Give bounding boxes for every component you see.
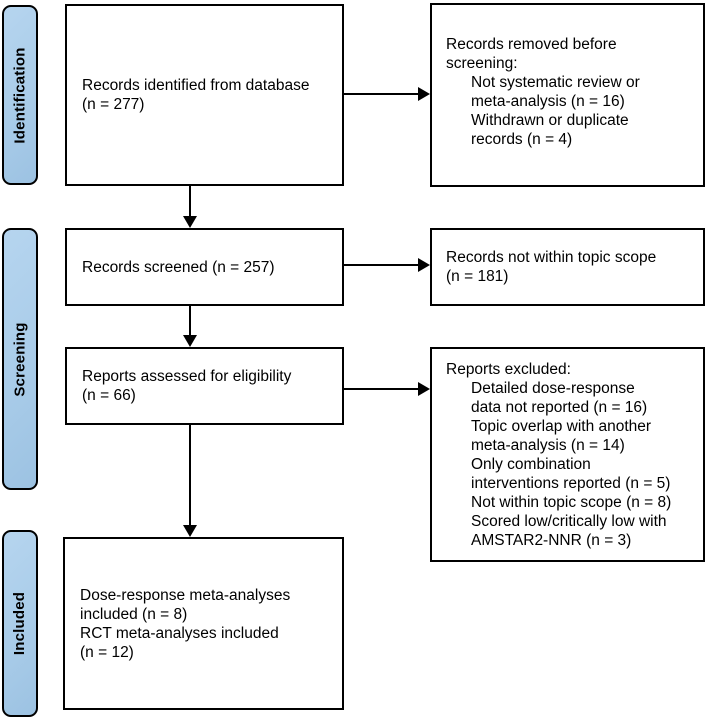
arrow-screened-to-assessed [183,306,197,347]
box-records-identified-text: Records identified from database (n = 27… [82,77,310,113]
box-reports-assessed-text: Reports assessed for eligibility (n = 66… [82,368,292,404]
box-records-removed: Records removed before screening: Not sy… [430,3,705,187]
arrow-line [189,425,191,526]
arrow-right-head-icon [418,258,430,272]
arrow-right-head-icon [418,87,430,101]
stage-included-label: Included [11,591,29,656]
stage-identification-label: Identification [11,46,29,144]
stage-screening: Screening [2,228,38,490]
box-reports-excluded: Reports excluded: Detailed dose-response… [430,347,705,562]
arrow-down-head-icon [183,216,197,228]
arrow-screened-to-not-in-scope [344,258,430,272]
box-reports-excluded-item: Scored low/critically low with AMSTAR2-N… [471,513,667,549]
arrow-down-head-icon [183,525,197,537]
box-reports-assessed: Reports assessed for eligibility (n = 66… [65,347,344,425]
box-reports-excluded-item: Detailed dose-response data not reported… [471,380,648,416]
stage-included: Included [2,530,38,717]
arrow-assessed-to-excluded [344,382,430,396]
arrow-line [344,264,419,266]
box-records-screened-text: Records screened (n = 257) [82,258,275,276]
arrow-down-head-icon [183,335,197,347]
box-reports-excluded-item: Topic overlap with another meta-analysis… [471,418,652,454]
box-reports-excluded-item: Not within topic scope (n = 8) [471,494,672,511]
box-reports-excluded-title: Reports excluded: [446,361,571,378]
arrow-line [189,186,191,217]
arrow-assessed-to-included [183,425,197,537]
box-records-not-in-scope-text: Records not within topic scope (n = 181) [446,249,657,285]
box-included-results-text: Dose-response meta-analyses included (n … [80,586,291,661]
stage-screening-label: Screening [11,321,29,397]
arrow-identified-to-screened [183,186,197,228]
box-records-removed-title: Records removed before screening: [446,36,617,72]
box-records-screened: Records screened (n = 257) [65,228,344,306]
arrow-right-head-icon [418,382,430,396]
arrow-line [189,306,191,336]
box-records-removed-item: Not systematic review or meta-analysis (… [471,74,640,110]
arrow-line [344,93,419,95]
box-records-removed-item: Withdrawn or duplicate records (n = 4) [471,112,629,148]
box-reports-excluded-item: Only combination interventions reported … [471,456,671,492]
box-included-results: Dose-response meta-analyses included (n … [63,537,344,710]
box-records-identified: Records identified from database (n = 27… [65,4,344,186]
stage-identification: Identification [2,5,38,185]
arrow-line [344,388,419,390]
arrow-identified-to-removed [344,87,430,101]
box-records-not-in-scope: Records not within topic scope (n = 181) [430,228,705,306]
